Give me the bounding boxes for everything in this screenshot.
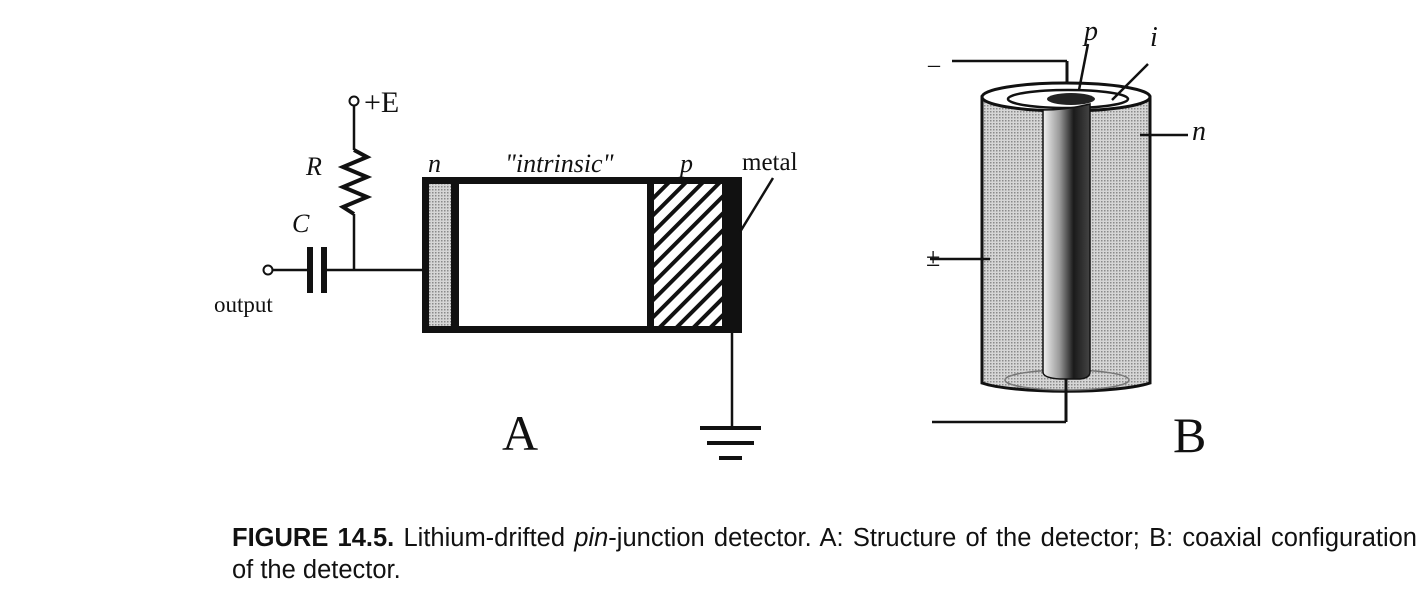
intrinsic-label: "intrinsic" [505,149,614,178]
capacitor-plate-left [307,247,313,293]
p-core-top [1047,93,1095,105]
p-leader-line [1077,43,1090,91]
supply-label: +E [364,86,399,119]
i-leader-line [1111,63,1149,101]
p-label: p [678,149,693,178]
capacitor-label: C [292,209,310,238]
p-core-rod [1042,103,1091,380]
n-label: n [428,149,441,178]
metal-leader-line [738,177,775,233]
p-label-b: p [1082,16,1098,47]
panel-b-label: B [1173,407,1206,463]
output-label: output [214,292,273,317]
metal-contact [724,180,740,330]
ground-symbol [700,426,761,460]
supply-terminal [348,95,360,107]
resistor-label: R [305,152,322,181]
resistor [337,148,373,216]
minus-terminal-label: – [927,52,941,78]
metal-label: metal [742,149,798,176]
capacitor-plate-right [321,247,327,293]
panel-a: +E R C output n "intrinsic" p metal A [214,86,798,461]
n-label-b: n [1192,116,1206,147]
panel-a-label: A [502,405,538,461]
figure-caption: FIGURE 14.5. Lithium-drifted pin-junctio… [232,522,1417,586]
intrinsic-region [459,184,647,326]
caption-text-1: Lithium-drifted [394,524,575,552]
caption-figure-number: FIGURE 14.5. [232,524,395,552]
output-terminal [262,264,274,276]
n-region [429,184,451,326]
i-label: i [1150,22,1158,53]
panel-b: – ± p i n B [926,16,1206,463]
p-region [654,184,722,326]
caption-text-2: -junction detector. A: Structure of the … [232,524,1417,584]
caption-emphasis: pin [574,524,609,552]
plus-terminal-label: ± [926,243,940,272]
